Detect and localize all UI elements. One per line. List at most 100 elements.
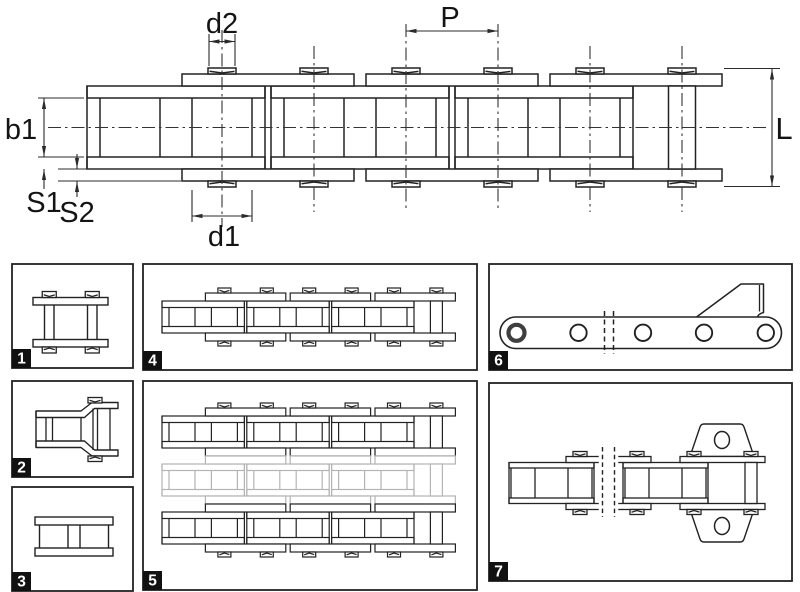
pin-cap <box>302 287 317 294</box>
pin-cap-rivet <box>43 294 55 298</box>
pin-cap-rivet <box>631 453 643 457</box>
pin-cap-rivet <box>346 341 357 345</box>
pin-cap <box>429 551 444 558</box>
pin-cap-rivet <box>89 399 101 403</box>
dim-arrow <box>74 181 80 192</box>
pin-cap <box>344 551 359 558</box>
pin-cap-rivet <box>219 552 230 556</box>
end-pin <box>429 463 443 497</box>
inner-plate <box>34 547 114 557</box>
outer-plate <box>374 407 457 417</box>
panel-3-badge <box>12 572 31 591</box>
outer-plate <box>549 73 723 87</box>
outer-plate <box>289 332 372 342</box>
inner-plate <box>161 325 246 334</box>
chain-plan-view-drawing <box>38 24 780 227</box>
outer-plate <box>204 543 287 553</box>
panel-7-border <box>488 382 793 582</box>
outer-plate <box>549 168 723 182</box>
pin-cap <box>302 402 317 409</box>
dim-arrow <box>74 158 80 169</box>
dim-arrow <box>406 28 417 34</box>
dim-arrow <box>41 146 47 157</box>
pin-cap-rivet <box>219 289 230 293</box>
pin-cap <box>386 287 402 294</box>
outer-plate <box>181 168 355 182</box>
panel-3-number: 3 <box>17 574 26 591</box>
panel-3-border <box>11 486 134 592</box>
inner-plate <box>246 536 330 545</box>
outer-plate <box>204 495 287 505</box>
pin-cap-rivet <box>388 289 400 293</box>
pin-cap-rivet <box>346 552 357 556</box>
outer-plate <box>289 447 372 457</box>
pin-cap <box>386 340 402 347</box>
dim-label-s1: S1 <box>26 187 61 219</box>
pin-cap <box>302 340 317 347</box>
pin-cap <box>386 402 402 409</box>
panel-6-art <box>499 283 783 354</box>
inner-plate <box>161 415 246 424</box>
pin-cap <box>217 551 232 558</box>
inner-plate <box>246 488 330 497</box>
pin-cap <box>572 508 588 516</box>
pin-cap <box>87 455 103 463</box>
inner-plate <box>246 300 330 309</box>
pin-cap-rivet <box>261 552 272 556</box>
dim-arrow <box>769 175 775 186</box>
pin-cap <box>259 287 274 294</box>
panel-7-attachment-chain: 7 <box>488 382 793 582</box>
inner-plate <box>161 300 246 309</box>
dim-label-l: L <box>775 111 792 146</box>
pin-hole <box>569 323 588 342</box>
pin-cap-rivet <box>261 289 272 293</box>
pin-cap-rivet <box>346 404 357 408</box>
pin-cap-rivet <box>388 341 400 345</box>
panel-2-art <box>35 396 119 463</box>
pin-cap <box>217 402 232 409</box>
pin-cap <box>217 287 232 294</box>
inner-plate <box>246 440 330 449</box>
pin-cap <box>686 508 702 516</box>
break-gap <box>598 445 619 519</box>
pin-hole <box>633 323 653 342</box>
pin-cap <box>259 551 274 558</box>
pin-cap-rivet <box>86 347 98 351</box>
panel-2-border <box>11 380 134 478</box>
end-pin <box>429 300 443 334</box>
panel-6-number: 6 <box>494 353 503 370</box>
dim-label-d1: d1 <box>208 221 240 253</box>
inner-plate <box>454 156 634 170</box>
outer-plate <box>365 73 539 87</box>
outer-plate <box>289 543 372 553</box>
panel-6-badge <box>489 351 508 370</box>
dim-arrow <box>224 39 235 44</box>
outer-plate <box>289 407 372 417</box>
pin-cap-rivet <box>261 341 272 345</box>
pin-cap-rivet <box>431 341 442 345</box>
panel-4-border <box>142 263 478 371</box>
pin-cap-rivet <box>303 341 315 345</box>
inner-plate <box>331 325 415 334</box>
inner-plate <box>331 300 415 309</box>
dim-arrow <box>41 98 47 109</box>
end-pin <box>429 415 443 449</box>
outer-plate <box>374 455 457 465</box>
dim-arrow <box>192 213 203 219</box>
outer-plate <box>204 447 287 457</box>
pin-cap <box>743 508 759 516</box>
outer-plate <box>374 292 457 302</box>
pin-cap-rivet <box>431 289 442 293</box>
pin-cap-rivet <box>431 404 442 408</box>
outer-plate <box>32 296 109 306</box>
pin-cap-rivet <box>688 453 700 457</box>
pin-cap-rivet <box>303 552 315 556</box>
dim-arrow <box>241 213 252 219</box>
inner-plate <box>331 536 415 545</box>
inner-plate <box>161 440 246 449</box>
dim-arrow <box>487 28 498 34</box>
pin-cap-rivet <box>219 404 230 408</box>
pin-cap <box>41 290 57 299</box>
panel-7-badge <box>489 562 508 581</box>
